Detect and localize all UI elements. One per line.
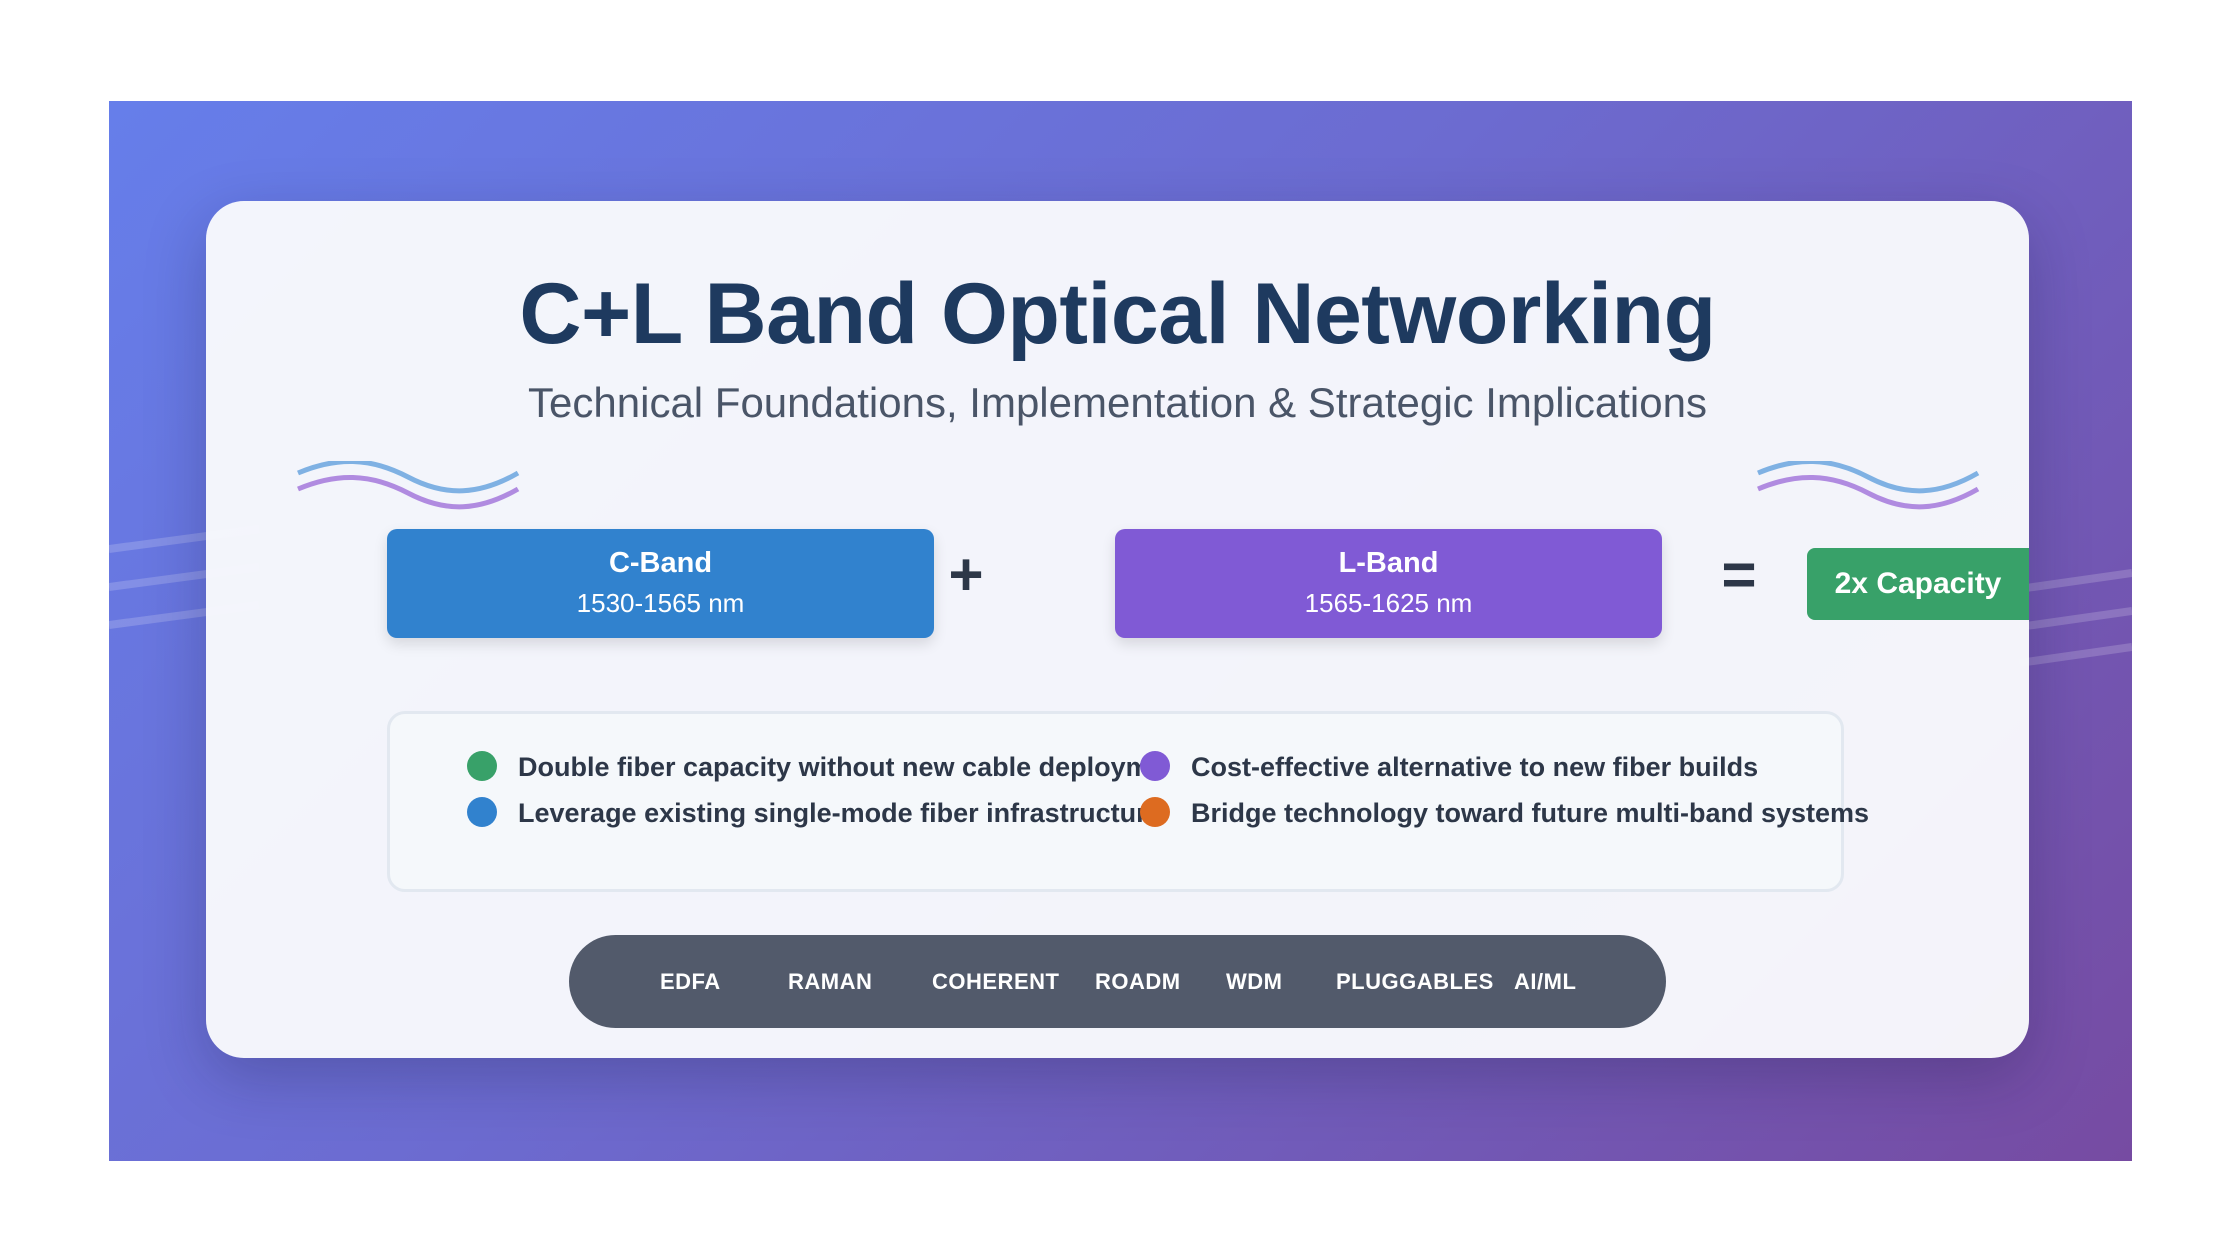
dot-icon <box>1140 751 1170 781</box>
content-card: C+L Band Optical Networking Technical Fo… <box>206 201 2029 1058</box>
dot-icon <box>467 751 497 781</box>
benefit-text: Leverage existing single-mode fiber infr… <box>518 798 1162 828</box>
page-title: C+L Band Optical Networking <box>519 266 1716 362</box>
l-band-range: 1565-1625 nm <box>1304 588 1473 618</box>
wave-icon <box>297 461 520 510</box>
dot-icon <box>1140 797 1170 827</box>
dot-icon <box>467 797 497 827</box>
tag-wdm: WDM <box>1226 969 1283 994</box>
tag-roadm: ROADM <box>1095 969 1181 994</box>
benefits-panel: Double fiber capacity without new cable … <box>387 711 1869 892</box>
benefit-item: Double fiber capacity without new cable … <box>467 749 1147 785</box>
benefit-text: Double fiber capacity without new cable … <box>518 752 1147 782</box>
wave-icon <box>1757 461 1980 510</box>
l-band-card: L-Band 1565-1625 nm <box>1115 529 1662 638</box>
equals-operator: = <box>1721 541 1757 608</box>
slide-background: C+L Band Optical Networking Technical Fo… <box>109 101 2132 1161</box>
plus-operator: + <box>948 541 984 608</box>
c-band-range: 1530-1565 nm <box>576 588 745 618</box>
tag-edfa: EDFA <box>660 969 721 994</box>
c-band-card: C-Band 1530-1565 nm <box>387 529 934 638</box>
tag-pluggables: PLUGGABLES <box>1336 969 1494 994</box>
c-band-name: C-Band <box>608 547 713 579</box>
capacity-result-badge: 2x Capacity <box>1807 548 2029 620</box>
tag-coherent: COHERENT <box>932 969 1060 994</box>
page-subtitle: Technical Foundations, Implementation & … <box>528 379 1707 426</box>
tag-ai-ml: AI/ML <box>1514 969 1577 994</box>
benefit-text: Cost-effective alternative to new fiber … <box>1191 752 1759 782</box>
technology-tag-bar: EDFA RAMAN COHERENT ROADM WDM PLUGGABLES… <box>569 935 1666 1028</box>
tag-raman: RAMAN <box>788 969 873 994</box>
l-band-name: L-Band <box>1338 547 1439 579</box>
benefit-text: Bridge technology toward future multi-ba… <box>1191 798 1870 828</box>
